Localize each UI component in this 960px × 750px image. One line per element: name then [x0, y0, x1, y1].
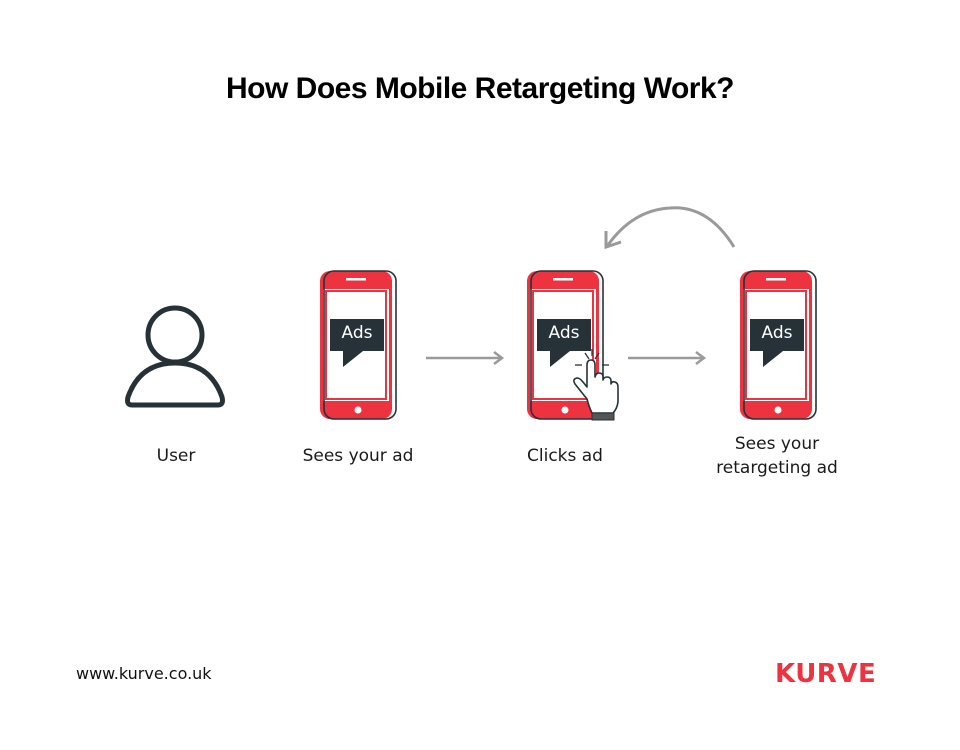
arrow-right-icon [628, 351, 707, 365]
step-label-line2: retargeting ad [716, 458, 838, 478]
arrow-right-icon [426, 351, 505, 365]
ad-text: Ads [548, 323, 580, 343]
step-label-retargeting: Sees your retargeting ad [697, 432, 857, 480]
user-icon [125, 305, 225, 408]
step-label-clicks-ad: Clicks ad [527, 446, 603, 466]
curved-arrow-back-icon [604, 206, 736, 250]
step-label-line1: Sees your [734, 434, 820, 454]
phone-ad-icon [320, 270, 397, 420]
phone-ad-icon [740, 270, 817, 420]
kurve-logo: KURVE [775, 659, 877, 689]
step-label-user: User [156, 446, 196, 466]
footer-url: www.kurve.co.uk [76, 664, 212, 683]
step-label-sees-ad: Sees your ad [302, 446, 414, 466]
page-title: How Does Mobile Retargeting Work? [226, 72, 735, 105]
ad-text: Ads [341, 323, 373, 343]
ad-text: Ads [761, 323, 793, 343]
phone-ad-click-icon [527, 270, 619, 421]
